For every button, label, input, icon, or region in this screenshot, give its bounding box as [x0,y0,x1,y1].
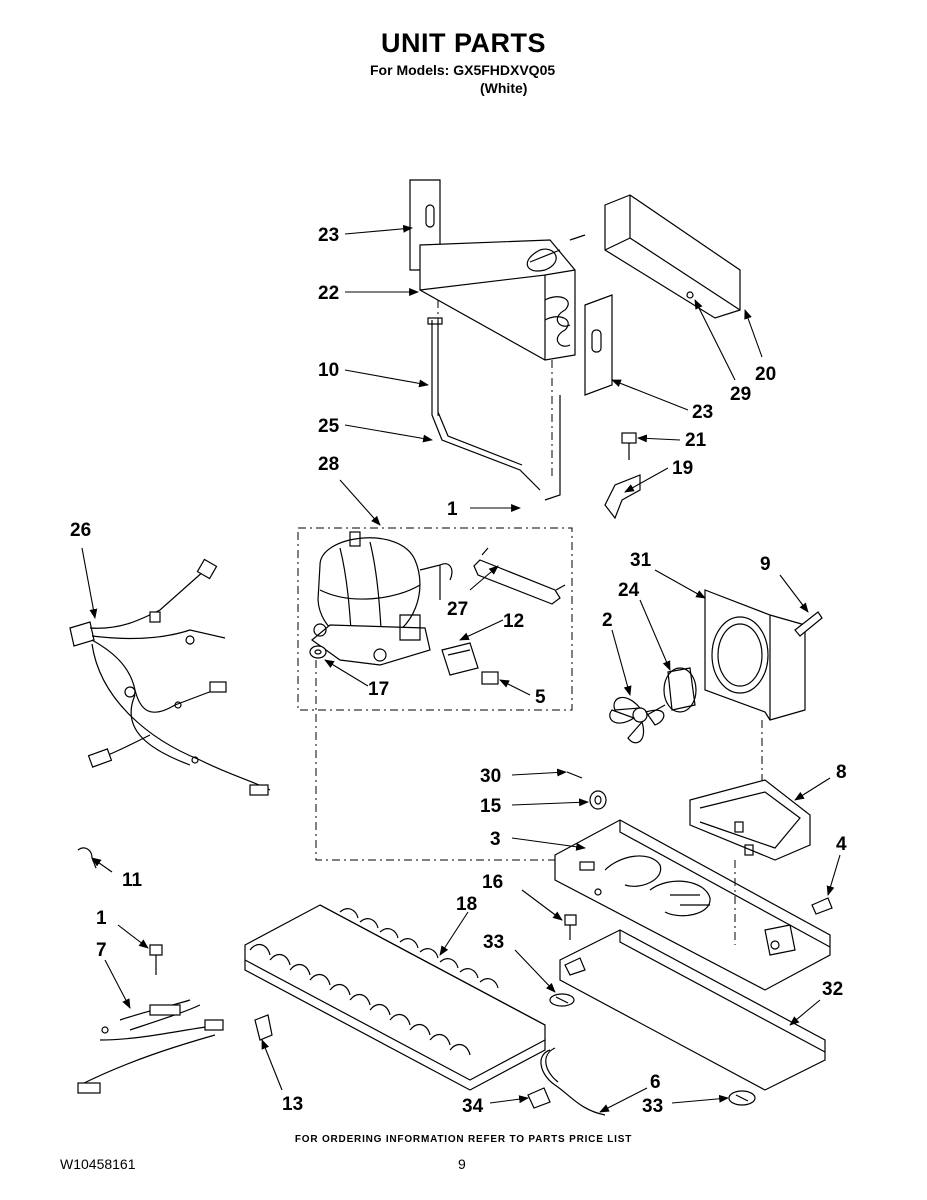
fan-blade [609,696,666,744]
callout-18: 18 [456,894,477,915]
defrost-heater-rod [427,300,561,501]
fan-motor [663,667,697,713]
bushing-15 [589,790,607,810]
compressor [311,531,453,666]
callout-5: 5 [535,687,546,708]
callout-6: 6 [650,1072,661,1093]
callout-33-bottom: 33 [642,1096,663,1117]
callout-27: 27 [447,599,468,620]
screw-16 [564,914,577,940]
callout-16: 16 [482,872,503,893]
foot-33-bottom [728,1090,756,1106]
pin-30 [566,771,583,779]
drier-27 [473,547,566,605]
callout-7: 7 [96,940,107,961]
callout-15: 15 [480,796,502,817]
callout-26: 26 [70,520,91,541]
callout-8: 8 [836,762,847,783]
page-number: 9 [458,1156,466,1172]
callout-25: 25 [318,416,340,437]
callout-10: 10 [318,360,339,381]
base-plate [554,819,831,991]
ordering-note: FOR ORDERING INFORMATION REFER TO PARTS … [294,1134,633,1145]
machine-compartment-cover [604,194,741,319]
callout-30: 30 [480,766,501,787]
screw-9 [794,611,823,637]
color-line: (White) [480,80,528,96]
bracket-19 [604,474,641,520]
callout-24: 24 [618,580,640,601]
callout-23-top: 23 [318,225,339,246]
callout-23-right: 23 [692,402,713,423]
callout-1: 1 [447,499,458,520]
evaporator-coil [409,179,586,361]
callout-17: 17 [368,679,389,700]
cap-5 [481,671,499,685]
wire-harness-7 [77,999,224,1094]
callout-20: 20 [755,364,776,385]
callout-1-left: 1 [96,908,107,929]
leader-lines [81,224,841,1113]
models-line: For Models: GX5FHDXVQ05 [370,62,556,78]
screw-4 [811,897,833,915]
callout-22: 22 [318,283,339,304]
callout-3: 3 [490,829,501,850]
callout-11: 11 [122,870,143,891]
callout-19: 19 [672,458,693,479]
callout-9: 9 [760,554,771,575]
callout-labels: 23 22 10 25 28 1 26 27 12 17 5 20 29 23 … [70,225,847,1117]
grommet-17 [309,645,327,659]
screw-1-left [149,944,163,975]
document-number: W10458161 [60,1156,136,1172]
callout-12: 12 [503,611,524,632]
page-title: UNIT PARTS [381,28,546,58]
callout-2: 2 [602,610,613,631]
evaporator-bracket-right [584,294,613,396]
callout-4: 4 [836,834,847,855]
callout-33-top: 33 [483,932,504,953]
foot-33-top [549,993,575,1007]
callout-31: 31 [630,550,652,571]
condenser [244,904,546,1091]
wire-harness-26 [69,558,271,796]
fan-shroud [704,589,806,721]
callout-32: 32 [822,979,843,1000]
callout-21: 21 [685,430,707,451]
clip-13 [254,1014,273,1041]
cover-plate [559,929,826,1091]
relay-12 [441,642,479,676]
clip-11 [77,847,97,869]
callout-29: 29 [730,384,751,405]
callout-13: 13 [282,1094,303,1115]
spacer-34 [527,1087,551,1109]
screw-21 [621,432,637,460]
tube-6 [540,1047,606,1116]
callout-34: 34 [462,1096,484,1117]
drain-pan [689,779,811,861]
callout-28: 28 [318,454,339,475]
